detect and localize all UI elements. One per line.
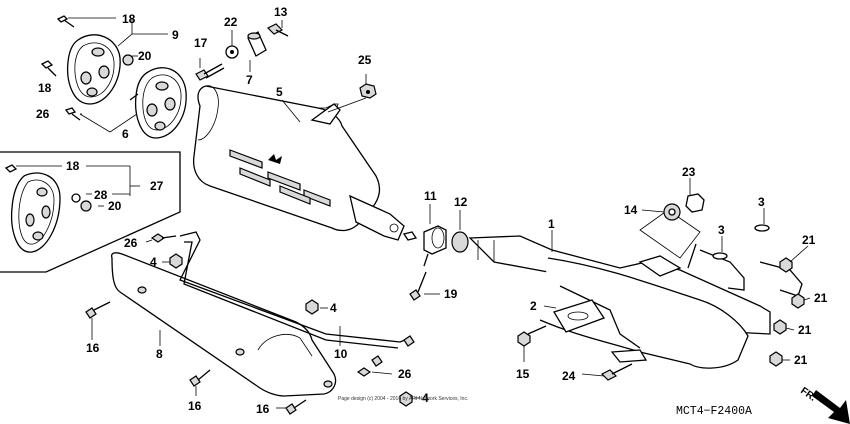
nut-25[interactable] [359,83,377,99]
callout-11: 11 [424,189,437,203]
callout-12: 12 [454,195,468,209]
bolt-15[interactable] [517,325,547,347]
bolt-18-upper[interactable] [56,15,75,28]
copyright-notice: Page design (c) 2004 - 2016 by ARI Netwo… [338,396,468,402]
collar-20-upper[interactable] [122,54,134,66]
front-label: FR. [798,385,818,403]
callout-2: 2 [530,299,537,313]
gasket-3-left[interactable] [712,252,728,260]
leader-lines-box [16,165,140,207]
nut-4-left[interactable] [169,253,183,269]
nut-4-bottom[interactable] [399,391,413,407]
muffler-protector[interactable] [110,252,337,397]
callout-21-a: 21 [802,233,816,247]
callout-15: 15 [516,367,530,381]
front-direction-arrow: FR. [798,385,850,424]
callout-18-b: 18 [38,81,52,95]
washer-28[interactable] [71,193,81,203]
callout-16-b: 16 [188,399,202,413]
callout-21-d: 21 [794,353,808,367]
callout-27: 27 [150,179,164,193]
bolt-17[interactable] [195,63,225,81]
callout-22: 22 [224,15,238,29]
callout-26-a: 26 [36,107,50,121]
protector-bracket[interactable] [179,231,415,367]
callout-3-b: 3 [758,195,765,209]
callout-10: 10 [334,347,348,361]
joint-clamp[interactable] [423,225,447,267]
muffler[interactable] [192,85,418,241]
collar-23[interactable] [685,193,705,213]
bolt-16-bottom[interactable] [285,399,307,415]
callout-5: 5 [276,85,283,99]
collar-14[interactable] [663,203,681,221]
nut-4-mid[interactable] [305,299,319,315]
heat-plate-2[interactable] [553,299,605,333]
bolt-26-upper[interactable] [64,107,81,121]
leader-lines-right [641,178,811,361]
callout-labels: 18 9 20 18 26 6 17 22 13 7 5 25 18 27 28… [36,5,828,416]
bolt-24[interactable] [600,363,633,381]
end-cap-outer-lower[interactable] [10,172,61,253]
callout-3-a: 3 [718,223,725,237]
callout-4-b: 4 [330,301,337,315]
callout-9: 9 [172,28,179,42]
exhaust-pipe[interactable] [468,235,803,369]
diagram-code: MCT4−F2400A [676,405,752,418]
gasket-3-right[interactable] [754,224,770,232]
callout-20-a: 20 [138,49,152,63]
bolt-26-left[interactable] [150,233,177,243]
callout-19: 19 [444,287,458,301]
callout-17: 17 [194,36,208,50]
bolt-26-bottom[interactable] [356,367,372,377]
washer-22[interactable] [225,45,239,59]
callout-21-b: 21 [814,291,828,305]
callout-26-c: 26 [398,367,412,381]
nut-21-second[interactable] [791,293,805,309]
end-plate-inner[interactable] [129,67,187,139]
callout-28: 28 [94,188,108,202]
bolt-19[interactable] [409,271,427,301]
callout-18-c: 18 [66,159,80,173]
callout-4-a: 4 [150,255,157,269]
collar-7[interactable] [247,31,267,57]
callout-6: 6 [122,127,129,141]
callout-18-a: 18 [122,12,136,26]
callout-16-a: 16 [86,341,100,355]
callout-16-c: 16 [256,402,270,416]
callout-24: 24 [562,369,576,383]
callout-25: 25 [358,53,372,67]
gasket[interactable] [451,231,469,253]
nut-21-top[interactable] [779,257,793,273]
callout-8: 8 [156,347,163,361]
nut-21-third[interactable] [773,319,787,335]
bolt-16-mid[interactable] [189,369,211,387]
leader-lines-upper-left [68,17,168,133]
bolt-18-box[interactable] [4,164,18,173]
bolt-13[interactable] [266,23,289,37]
leader-lines-pipe [523,209,701,377]
callout-21-c: 21 [798,323,812,337]
callout-14: 14 [624,203,638,217]
leader-lines-joint [424,204,461,295]
callout-1: 1 [548,217,555,231]
collar-20-box[interactable] [80,200,92,212]
leader-lines-lower-left [91,239,420,409]
callout-23: 23 [682,165,696,179]
alternate-cap-frame [0,151,181,273]
callout-13: 13 [274,5,288,19]
callout-7: 7 [246,73,253,87]
leader-lines-top-middle [199,20,367,123]
callout-26-b: 26 [124,236,138,250]
end-cap-outer-upper[interactable] [66,34,121,105]
bolt-16-left[interactable] [85,301,111,319]
callout-20-b: 20 [108,199,122,213]
callout-4-c: 4 [422,391,429,405]
bolt-18-lower[interactable] [40,60,57,77]
nut-21-fourth[interactable] [769,351,783,367]
